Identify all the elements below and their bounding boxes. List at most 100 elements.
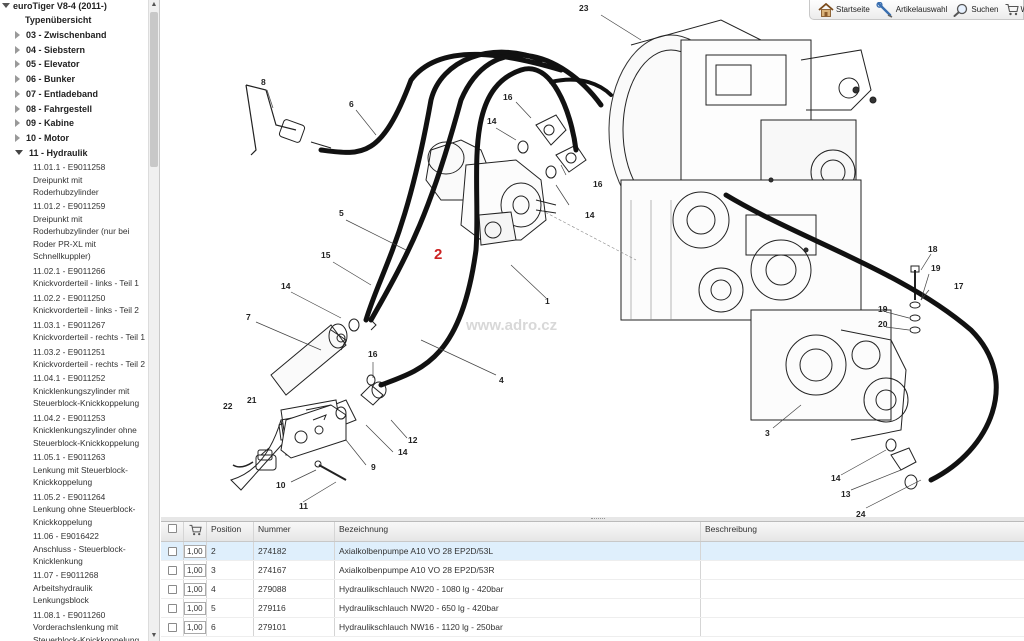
collapsed-triangle-icon[interactable] xyxy=(15,31,20,39)
callout-label[interactable]: 24 xyxy=(856,509,866,517)
callout-label[interactable]: 14 xyxy=(585,210,595,220)
callout-label[interactable]: 12 xyxy=(408,435,418,445)
sidebar-category[interactable]: 08 - Fahrgestell xyxy=(15,102,92,116)
row-checkbox[interactable] xyxy=(167,603,177,613)
quantity-input[interactable]: 1,00 xyxy=(184,582,206,596)
collapsed-triangle-icon[interactable] xyxy=(15,75,20,84)
callout-label[interactable]: 16 xyxy=(593,179,603,189)
callout-label[interactable]: 16 xyxy=(503,92,513,102)
parts-selection-button[interactable]: Artikelauswahl xyxy=(876,1,947,18)
row-checkbox-cell[interactable] xyxy=(161,580,184,598)
column-header-beschreibung[interactable]: Beschreibung xyxy=(705,524,757,534)
row-checkbox[interactable] xyxy=(167,622,177,632)
row-checkbox-cell[interactable] xyxy=(161,542,184,560)
sidebar-category[interactable]: 03 - Zwischenband xyxy=(15,28,107,42)
sidebar-category[interactable]: 05 - Elevator xyxy=(15,57,80,71)
header-checkbox-cell[interactable] xyxy=(161,522,184,541)
callout-label[interactable]: 4 xyxy=(499,375,504,385)
collapsed-triangle-icon[interactable] xyxy=(15,104,20,113)
quantity-input[interactable]: 1,00 xyxy=(184,620,206,634)
search-button[interactable]: Suchen xyxy=(953,3,999,17)
callout-label[interactable]: 1 xyxy=(545,296,550,306)
cart-button[interactable]: W xyxy=(1005,3,1024,16)
collapsed-triangle-icon[interactable] xyxy=(15,119,20,128)
tree-item-overview[interactable]: Typenübersicht xyxy=(25,15,92,25)
sidebar-category[interactable]: 04 - Siebstern xyxy=(15,43,85,57)
callout-label[interactable]: 18 xyxy=(928,244,938,254)
callout-label[interactable]: 11 xyxy=(299,501,308,511)
sidebar-category[interactable]: 06 - Bunker xyxy=(15,72,75,86)
callout-label[interactable]: 23 xyxy=(579,3,589,13)
sidebar-scrollbar[interactable]: ▲ ▼ xyxy=(148,0,159,641)
callout-label[interactable]: 20 xyxy=(878,319,888,329)
column-header-nummer[interactable]: Nummer xyxy=(254,522,335,541)
tree-root[interactable]: euroTiger V8-4 (2011-) xyxy=(2,1,107,11)
collapsed-triangle-icon[interactable] xyxy=(15,60,20,69)
home-button[interactable]: Startseite xyxy=(818,2,870,17)
callout-2-highlighted[interactable]: 2 xyxy=(434,246,442,263)
callout-label[interactable]: 14 xyxy=(398,447,408,457)
callout-label[interactable]: 21 xyxy=(247,395,257,405)
row-checkbox-cell[interactable] xyxy=(161,561,184,579)
column-header-bezeichnung[interactable]: Bezeichnung xyxy=(335,522,701,541)
collapsed-triangle-icon[interactable] xyxy=(15,89,20,98)
sidebar-category[interactable]: 07 - Entladeband xyxy=(15,87,98,101)
callout-label[interactable]: 14 xyxy=(831,473,841,483)
row-checkbox-cell[interactable] xyxy=(161,618,184,636)
collapsed-triangle-icon[interactable] xyxy=(15,45,20,54)
callout-label[interactable]: 3 xyxy=(765,428,770,438)
callout-label[interactable]: 16 xyxy=(368,349,378,359)
sidebar-category[interactable]: 10 - Motor xyxy=(15,131,69,145)
callout-label[interactable]: 5 xyxy=(339,208,344,218)
hose-5[interactable] xyxy=(363,49,544,323)
column-header-position[interactable]: Position xyxy=(207,522,254,541)
callout-label[interactable]: 13 xyxy=(841,489,851,499)
hose-4[interactable] xyxy=(378,66,579,388)
pane-splitter[interactable] xyxy=(161,517,1024,521)
callout-label[interactable]: 19 xyxy=(931,263,941,273)
expanded-triangle-icon[interactable] xyxy=(15,150,23,156)
scroll-down-arrow-icon[interactable]: ▼ xyxy=(150,632,158,639)
callout-label[interactable]: 10 xyxy=(276,480,286,490)
callout-label[interactable]: 7 xyxy=(246,312,251,322)
quantity-input[interactable]: 1,00 xyxy=(184,601,206,615)
quantity-input[interactable]: 1,00 xyxy=(184,544,206,558)
callout-label[interactable]: 17 xyxy=(954,281,964,291)
splitter-grip[interactable] xyxy=(591,518,605,520)
callout-label[interactable]: 14 xyxy=(487,116,497,126)
collapsed-triangle-icon[interactable] xyxy=(15,133,20,142)
row-checkbox[interactable] xyxy=(167,565,177,575)
collapse-triangle-icon[interactable] xyxy=(2,3,10,8)
callout-label[interactable]: 22 xyxy=(223,401,233,411)
callout-label[interactable]: 19 xyxy=(878,304,888,314)
sidebar-category[interactable]: 09 - Kabine xyxy=(15,116,74,130)
sidebar-category[interactable]: 11 - Hydraulik xyxy=(15,146,88,160)
row-checkbox-cell[interactable] xyxy=(161,599,184,617)
callout-label[interactable]: 8 xyxy=(261,77,266,87)
row-checkbox[interactable] xyxy=(167,584,177,594)
select-all-checkbox[interactable] xyxy=(167,524,177,533)
hose-upper[interactable] xyxy=(368,52,604,323)
quantity-input[interactable]: 1,00 xyxy=(184,563,206,577)
callout-label[interactable]: 9 xyxy=(371,462,376,472)
row-checkbox[interactable] xyxy=(167,546,177,556)
callout-label[interactable]: 14 xyxy=(281,281,291,291)
hose-6[interactable] xyxy=(318,51,564,155)
